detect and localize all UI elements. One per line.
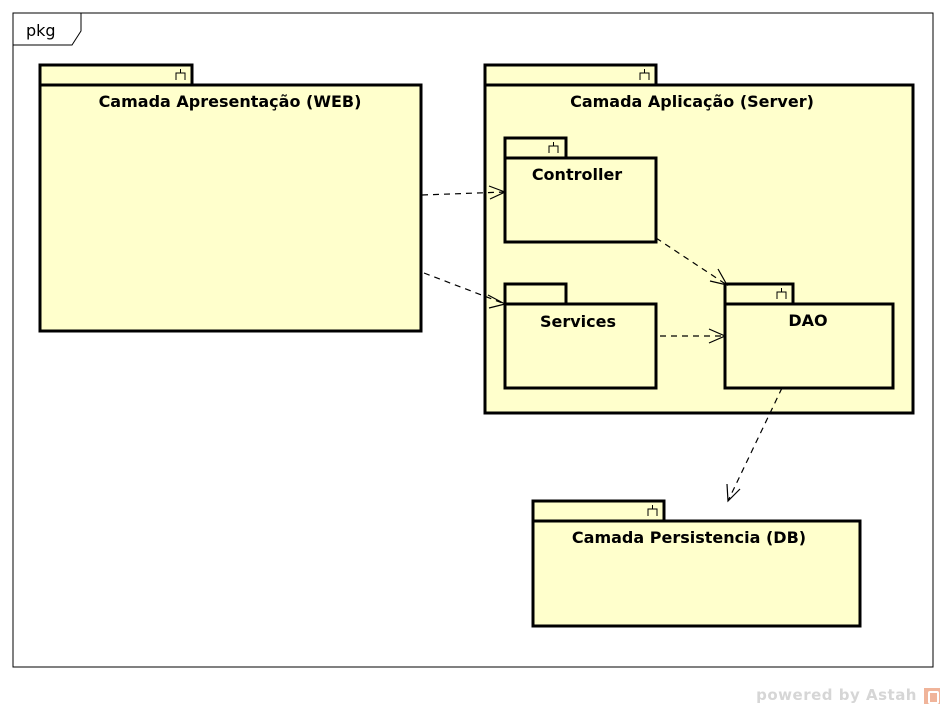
package-title: DAO: [788, 311, 827, 330]
package-icon: [548, 142, 559, 153]
package-icon: [175, 69, 186, 80]
package-tab: [723, 282, 795, 306]
package-body: [503, 156, 658, 244]
package-db[interactable]: Camada Persistencia (DB): [531, 499, 862, 628]
package-title: Camada Aplicação (Server): [570, 92, 814, 111]
dependency-web-to-services[interactable]: [423, 272, 507, 309]
package-tab: [503, 282, 568, 306]
dependency-web-to-controller[interactable]: [421, 185, 507, 200]
dependency-line: [423, 272, 506, 305]
package-icon: [647, 505, 658, 516]
package-tab: [483, 63, 658, 87]
package-title: Controller: [532, 165, 622, 184]
package-body: [723, 302, 895, 390]
dependency-line: [655, 237, 728, 286]
arrow-head: [709, 268, 729, 286]
package-title: Camada Apresentação (WEB): [99, 92, 362, 111]
package-services[interactable]: Services: [503, 282, 658, 390]
powered-by-watermark: powered by Astah: [756, 686, 917, 704]
package-title: Services: [540, 312, 616, 331]
frame-label-tab: [12, 12, 82, 46]
arrow-head: [708, 328, 727, 344]
package-tab: [503, 136, 568, 160]
dependency-dao-to-db[interactable]: [726, 387, 783, 503]
package-tab: [38, 63, 194, 87]
dependency-line: [421, 191, 506, 196]
package-body: [531, 519, 862, 628]
package-web[interactable]: Camada Apresentação (WEB): [38, 63, 423, 333]
arrow-head: [488, 185, 507, 200]
dependency-line: [727, 387, 783, 502]
package-body: [38, 83, 423, 333]
dependency-services-to-dao[interactable]: [660, 328, 727, 344]
dependency-controller-to-dao[interactable]: [655, 237, 729, 286]
package-body: [503, 302, 658, 390]
package-dao[interactable]: DAO: [723, 282, 895, 390]
frame-label: pkg: [26, 21, 56, 40]
package-tab: [531, 499, 666, 523]
package-title: Camada Persistencia (DB): [572, 528, 806, 547]
arrow-head: [726, 483, 741, 503]
arrow-head: [487, 294, 507, 309]
package-icon: [639, 69, 650, 80]
package-controller[interactable]: Controller: [503, 136, 658, 244]
astah-logo-icon: [924, 688, 940, 704]
package-icon: [776, 288, 787, 299]
